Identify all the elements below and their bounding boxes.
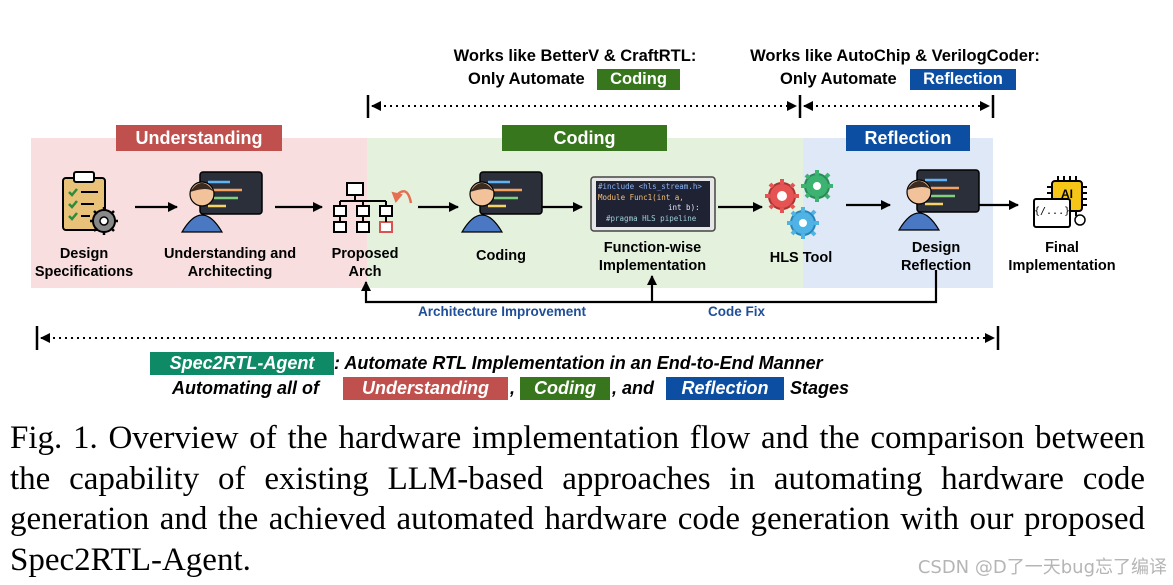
full-span-arrow <box>35 326 1000 350</box>
code-document-icon <box>1033 198 1086 228</box>
node-understanding-arch-l2: Architecting <box>187 264 273 280</box>
code-fix-label: Code Fix <box>708 304 766 319</box>
betterv-note-line2: Only Automate <box>468 70 585 88</box>
node-final-impl: Final Implementation <box>1003 239 1121 275</box>
bottom-reflection-badge: Reflection <box>666 377 784 400</box>
node-design-specs-l2: Specifications <box>34 264 134 280</box>
bottom-line1-text: : Automate RTL Implementation in an End-… <box>334 353 823 373</box>
node-final-impl-l2: Implementation <box>1008 258 1116 274</box>
node-proposed-arch-l2: Arch <box>348 264 382 280</box>
node-proposed-arch-l1: Proposed <box>331 246 399 262</box>
node-final-impl-l1: Final <box>1045 240 1079 256</box>
betterv-span-arrow <box>366 95 802 118</box>
node-function-wise: Function-wise Implementation <box>580 239 725 275</box>
node-proposed-arch: Proposed Arch <box>324 245 406 281</box>
watermark: CSDN @D了一天bug忘了编译 <box>917 557 1167 578</box>
bottom-coding-badge: Coding <box>520 377 610 400</box>
node-coding: Coding <box>476 248 526 264</box>
developer-reflection-icon <box>897 169 980 231</box>
developer-icon <box>180 171 263 233</box>
node-design-reflection-l2: Reflection <box>900 258 972 274</box>
stage-reflection-badge: Reflection <box>846 125 970 151</box>
code-line-4: #pragma HLS pipeline <box>606 213 697 223</box>
gears-icon <box>765 170 833 239</box>
node-function-wise-l2: Implementation <box>598 258 707 274</box>
bottom-line2-start: Automating all of <box>172 378 319 398</box>
stage-coding-badge: Coding <box>502 125 667 151</box>
node-design-specs-l1: Design <box>59 246 109 262</box>
node-function-wise-l1: Function-wise <box>603 240 702 256</box>
autochip-note-line1: Works like AutoChip & VerilogCoder: <box>750 47 1040 65</box>
chip-label: AI <box>1061 187 1073 201</box>
flow-arrows <box>135 200 1019 212</box>
autochip-span-arrow <box>803 95 995 118</box>
node-design-reflection: Design Reflection <box>890 239 982 275</box>
code-line-3: int b): <box>668 203 700 212</box>
feedback-loop <box>361 270 938 304</box>
code-line-2: Module Func1(int a, <box>598 192 684 202</box>
node-understanding-arch-l1: Understanding and <box>163 246 297 262</box>
autochip-reflection-badge: Reflection <box>910 69 1016 90</box>
bottom-stages-text: Stages <box>790 378 850 398</box>
clipboard-icon <box>62 171 118 235</box>
node-understanding-arch: Understanding and Architecting <box>155 245 305 281</box>
node-design-specs: Design Specifications <box>28 245 140 281</box>
code-panel <box>590 176 716 232</box>
autochip-note-line2: Only Automate <box>780 70 897 88</box>
doc-icon-text: {/...} <box>1034 206 1071 217</box>
coding-region <box>367 138 803 288</box>
arch-improvement-label: Architecture Improvement <box>418 304 587 319</box>
bottom-comma: , <box>510 378 516 398</box>
bottom-and-text: , and <box>612 378 655 398</box>
code-snippet: #include <hls_stream.h> Module Func1(int… <box>598 182 710 224</box>
figure-caption: Fig. 1. Overview of the hardware impleme… <box>10 420 1145 578</box>
reflection-region <box>803 138 993 288</box>
node-hls-tool: HLS Tool <box>769 250 833 266</box>
betterv-note-line1: Works like BetterV & CraftRTL: <box>453 47 697 65</box>
bottom-understanding-badge: Understanding <box>343 377 508 400</box>
spec2rtl-agent-badge: Spec2RTL-Agent <box>150 352 334 375</box>
developer-coding-icon <box>460 171 543 233</box>
node-design-reflection-l1: Design <box>911 240 961 256</box>
code-line-1: #include <hls_stream.h> <box>598 182 702 191</box>
hierarchy-icon <box>333 182 413 233</box>
betterv-coding-badge: Coding <box>597 69 680 90</box>
stage-understanding-badge: Understanding <box>116 125 282 151</box>
